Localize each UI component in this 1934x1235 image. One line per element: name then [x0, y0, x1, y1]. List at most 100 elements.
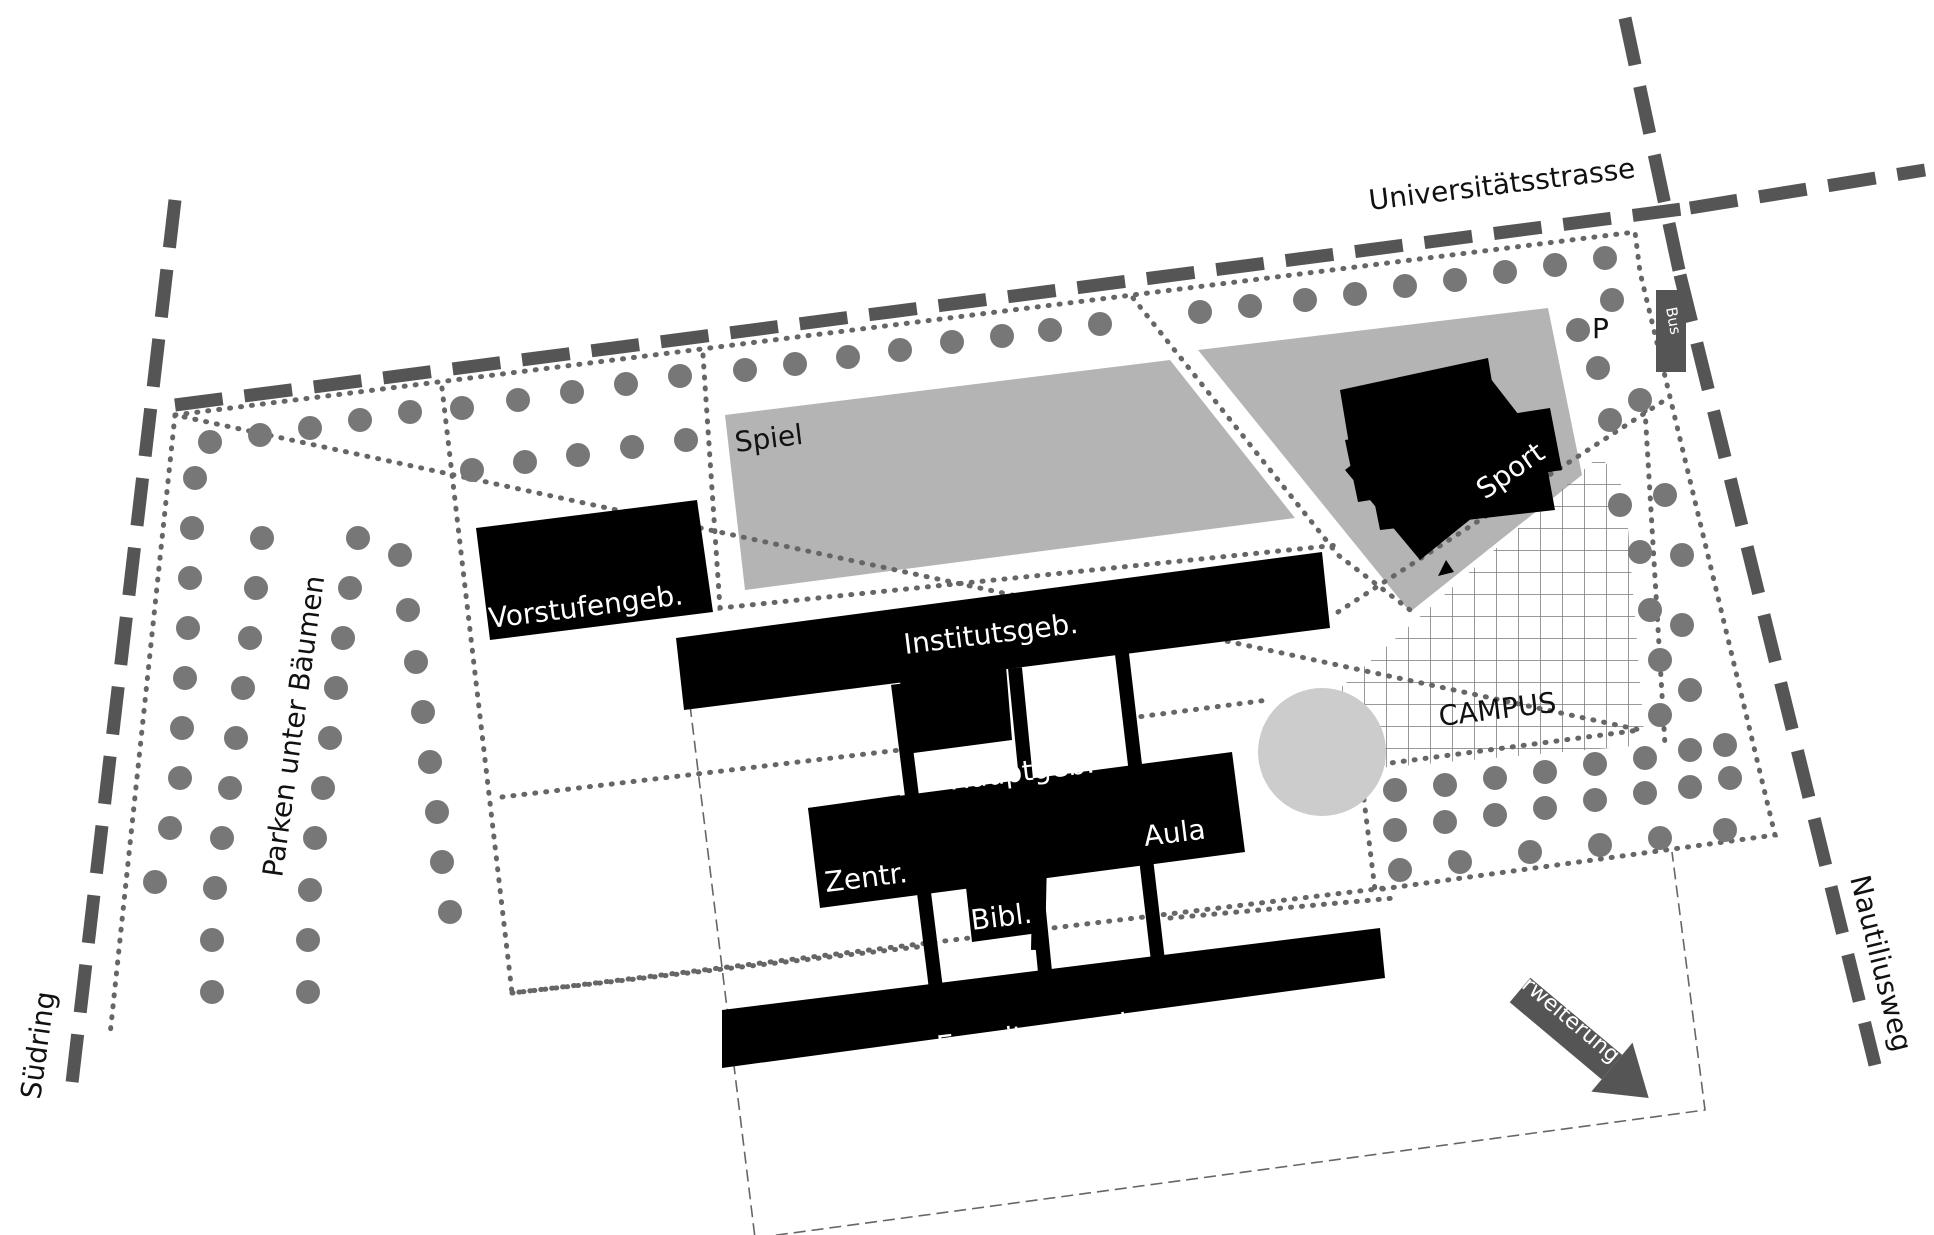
tree-icon: [324, 676, 348, 700]
play-field: [725, 360, 1295, 590]
path-diagonal: [1130, 295, 1413, 613]
tree-icon: [180, 516, 204, 540]
tree-icon: [1566, 318, 1590, 342]
tree-icon: [614, 372, 638, 396]
tree-icon: [250, 526, 274, 550]
tree-icon: [396, 598, 420, 622]
tree-icon: [1443, 268, 1467, 292]
road-universitaetsstrasse: [174, 201, 1691, 412]
tree-icon: [231, 676, 255, 700]
tree-icon: [200, 980, 224, 1004]
tree-icon: [170, 716, 194, 740]
tree-icon: [425, 800, 449, 824]
tree-icon: [1588, 833, 1612, 857]
tree-icon: [438, 900, 462, 924]
structure-line-1: [891, 683, 945, 1006]
building-zentr: [808, 795, 915, 898]
trees: [143, 246, 1742, 1004]
tree-icon: [1598, 408, 1622, 432]
path-inner-west: [499, 747, 903, 800]
tree-icon: [178, 566, 202, 590]
tree-icon: [430, 850, 454, 874]
tree-icon: [513, 450, 537, 474]
tree-icon: [1383, 778, 1407, 802]
tree-icon: [940, 330, 964, 354]
tree-icon: [1493, 260, 1517, 284]
tree-icon: [418, 750, 442, 774]
tree-icon: [200, 928, 224, 952]
tree-icon: [238, 626, 262, 650]
building-sport-top: [1340, 358, 1498, 450]
building-vorstufengeb: [476, 500, 713, 640]
tree-icon: [1628, 540, 1652, 564]
bus-stop: [1656, 290, 1686, 372]
tree-icon: [203, 876, 227, 900]
building-erweiterungsbau: [722, 928, 1385, 1068]
path-south-link: [1167, 895, 1398, 921]
tree-icon: [560, 380, 584, 404]
tree-icon: [143, 870, 167, 894]
path-inner-south: [509, 942, 938, 996]
tree-icon: [460, 458, 484, 482]
tree-icon: [298, 416, 322, 440]
tree-icon: [1713, 818, 1737, 842]
tree-icon: [1188, 300, 1212, 324]
sport-entrance-marker: [1438, 560, 1454, 576]
courtyard-structure: [891, 653, 1167, 1006]
road-universitaetsstrasse-east: [1688, 163, 1927, 215]
tree-icon: [1533, 796, 1557, 820]
label-universitaetsstrasse: Universitätsstrasse: [1367, 152, 1637, 217]
tree-icon: [1583, 788, 1607, 812]
path-campus-north: [1335, 397, 1668, 615]
tree-icon: [888, 338, 912, 362]
tree-icon: [1543, 253, 1567, 277]
tree-icon: [1648, 826, 1672, 850]
tree-icon: [411, 700, 435, 724]
path-spiel-west: [700, 352, 1341, 611]
tree-icon: [298, 878, 322, 902]
label-erweiterung: Erweiterung: [1506, 963, 1624, 1068]
dotted-paths: [107, 229, 1779, 1038]
tree-icon: [331, 626, 355, 650]
tree-icon: [836, 345, 860, 369]
tree-icon: [1600, 288, 1624, 312]
tree-icon: [303, 826, 327, 850]
tree-icon: [388, 543, 412, 567]
tree-icon: [1088, 312, 1112, 336]
extension-arrow-icon: [1509, 977, 1649, 1098]
path-campus-east: [1642, 407, 1668, 748]
tree-icon: [674, 428, 698, 452]
tree-icon: [1038, 318, 1062, 342]
tree-icon: [1293, 288, 1317, 312]
tree-icon: [733, 358, 757, 382]
tree-icon: [1586, 356, 1610, 380]
tree-icon: [173, 666, 197, 690]
tree-icon: [1670, 613, 1694, 637]
tree-icon: [158, 816, 182, 840]
path-park-boundary: [107, 412, 178, 1038]
tree-icon: [1593, 246, 1617, 270]
tree-icon: [1433, 810, 1457, 834]
tree-icon: [338, 576, 362, 600]
tree-icon: [1638, 598, 1662, 622]
tree-icon: [1713, 733, 1737, 757]
tree-icon: [210, 826, 234, 850]
tree-icon: [218, 776, 242, 800]
tree-icon: [404, 650, 428, 674]
tree-icon: [1383, 818, 1407, 842]
tree-icon: [668, 364, 692, 388]
tree-icon: [1583, 752, 1607, 776]
tree-icon: [1678, 775, 1702, 799]
tree-icon: [1533, 760, 1557, 784]
label-bus: Bus: [1662, 306, 1685, 337]
tree-icon: [168, 766, 192, 790]
tree-icon: [450, 396, 474, 420]
tree-icon: [506, 388, 530, 412]
road-nautiliusweg: [1673, 273, 1882, 1067]
tree-icon: [176, 616, 200, 640]
tree-icon: [620, 435, 644, 459]
structure-line-4: [1031, 857, 1047, 951]
tree-icon: [346, 526, 370, 550]
tree-icon: [183, 466, 207, 490]
building-institutsgeb: [676, 552, 1330, 710]
